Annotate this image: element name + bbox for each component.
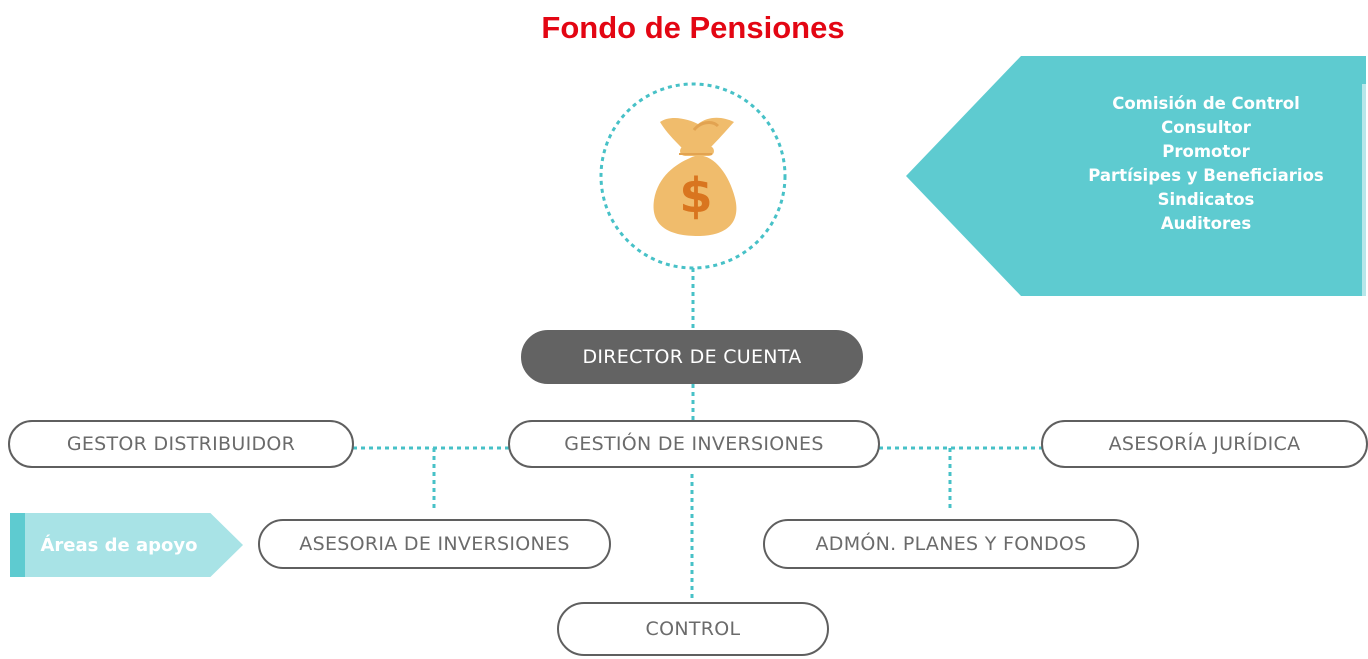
stakeholder-item: Auditores	[1160, 214, 1252, 233]
node-director-de-cuenta: DIRECTOR DE CUENTA	[521, 330, 863, 384]
node-gestor-distribuidor: GESTOR DISTRIBUIDOR	[8, 420, 354, 468]
support-areas-tab	[10, 513, 243, 577]
stakeholder-item: Comisión de Control	[1112, 94, 1300, 113]
node-control: CONTROL	[557, 602, 829, 656]
node-asesoria-de-inversiones: ASESORIA DE INVERSIONES	[258, 519, 611, 569]
node-admon-planes-y-fondos: ADMÓN. PLANES Y FONDOS	[763, 519, 1139, 569]
stakeholders-list: Comisión de Control Consultor Promotor P…	[1061, 92, 1351, 236]
stakeholders-panel-edge	[1362, 84, 1366, 296]
stakeholders-panel	[906, 56, 1366, 296]
currency-symbol: $	[679, 168, 713, 224]
node-asesoria-juridica: ASESORÍA JURÍDICA	[1041, 420, 1368, 468]
support-areas-label: Áreas de apoyo	[40, 534, 198, 556]
stakeholder-item: Partísipes y Beneficiarios	[1088, 166, 1324, 185]
support-areas-accent-bar	[10, 513, 25, 577]
stakeholder-item: Promotor	[1162, 142, 1250, 161]
stakeholder-item: Sindicatos	[1157, 190, 1255, 209]
node-gestion-de-inversiones: GESTIÓN DE INVERSIONES	[508, 420, 880, 468]
stakeholder-item: Consultor	[1161, 118, 1251, 137]
page-title: Fondo de Pensiones	[541, 10, 845, 45]
